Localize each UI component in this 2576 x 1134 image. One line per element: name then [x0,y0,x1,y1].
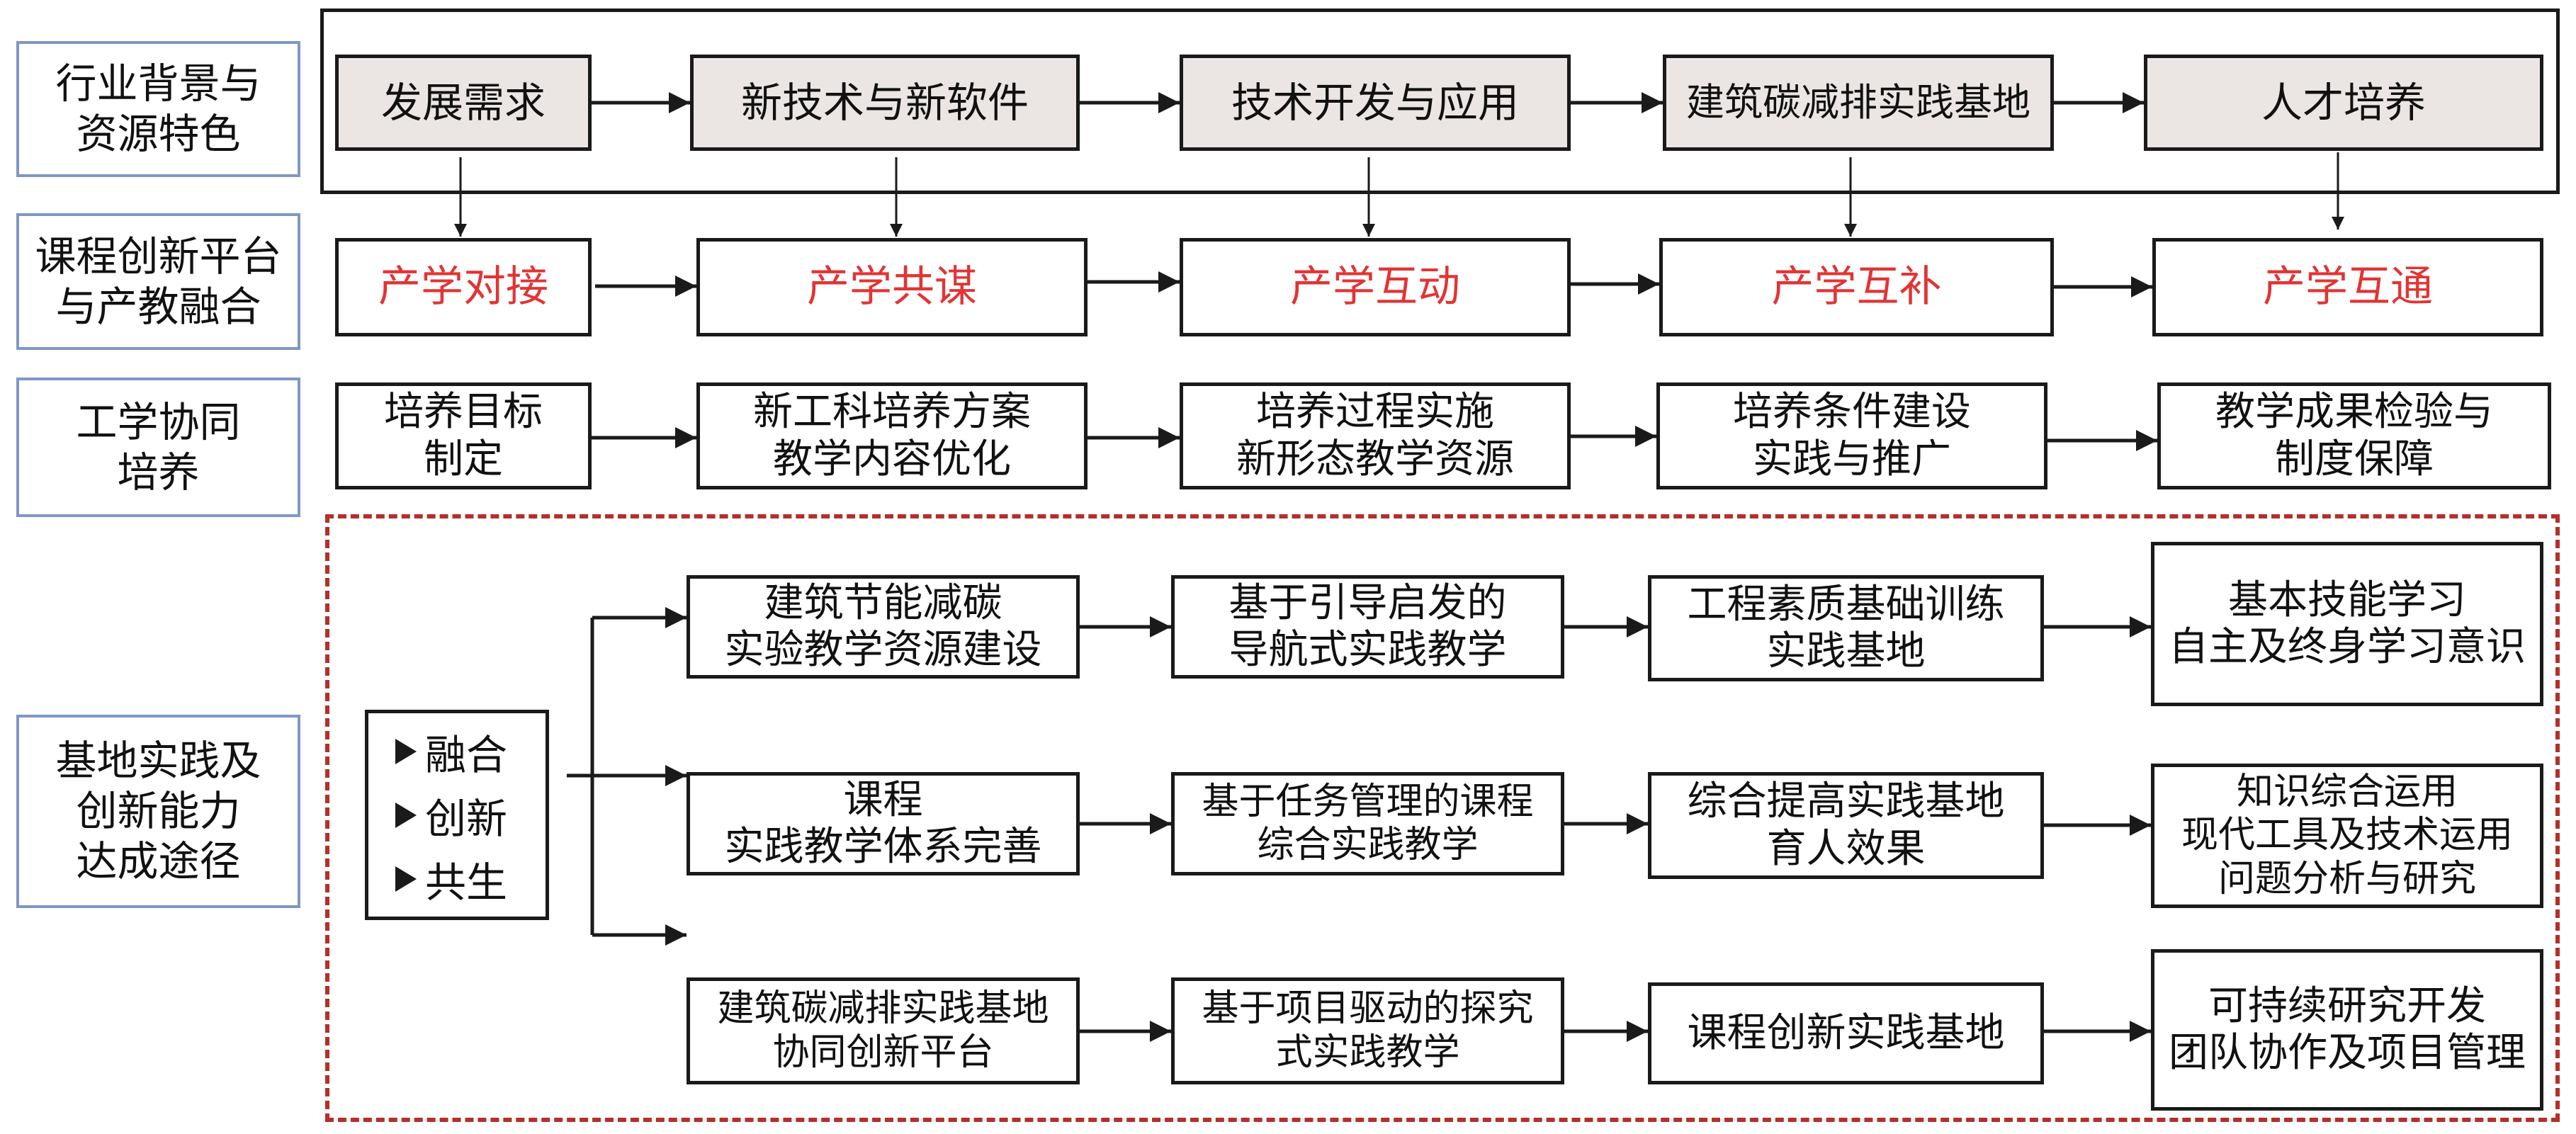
bullet-text: 融合 [425,730,508,779]
node-industry-academia-complement: 产学互补 [1659,238,2054,336]
bullet-text: 共生 [425,858,508,907]
bullet-box: 融合 创新 共生 [365,710,549,920]
practice-pathway-region [325,514,2560,1122]
node-talent-cultivation: 人才培养 [2144,55,2543,151]
bullet-text: 创新 [425,794,508,843]
bullet-item-symbiosis: 共生 [395,849,546,909]
path3-course-innovation-base: 课程创新实践基地 [1648,982,2044,1084]
row-label-base-practice-pathway: 基地实践及 创新能力 达成途径 [16,715,300,908]
path1-engineering-training-base: 工程素质基础训练 实践基地 [1648,575,2044,681]
node-new-engineering-plan: 新工科培养方案 教学内容优化 [696,382,1088,489]
arrowhead-bullet-icon [395,802,417,828]
row-label-work-study-collaboration: 工学协同 培养 [16,378,300,517]
path1-guided-teaching: 基于引导启发的 导航式实践教学 [1171,575,1564,679]
path3-innovation-platform: 建筑碳减排实践基地 协同创新平台 [687,977,1080,1084]
industry-background-frame [320,8,2560,194]
node-new-tech-software: 新技术与新软件 [690,55,1080,151]
node-industry-academia-interaction: 产学互动 [1180,238,1571,336]
node-tech-development-application: 技术开发与应用 [1180,55,1571,151]
node-industry-academia-docking: 产学对接 [335,238,592,336]
node-training-process: 培养过程实施 新形态教学资源 [1180,382,1571,489]
row-label-course-innovation-platform: 课程创新平台 与产教融合 [16,213,300,350]
node-development-demand: 发展需求 [335,55,592,151]
path3-project-driven-teaching: 基于项目驱动的探究 式实践教学 [1171,977,1564,1084]
bullet-item-fusion: 融合 [395,722,546,781]
path2-task-management-teaching: 基于任务管理的课程 综合实践教学 [1171,772,1564,875]
node-teaching-outcome-check: 教学成果检验与 制度保障 [2157,382,2551,489]
node-carbon-reduction-base: 建筑碳减排实践基地 [1663,55,2054,151]
node-training-objectives: 培养目标 制定 [335,382,592,489]
node-industry-academia-co-planning: 产学共谋 [696,238,1088,336]
path1-resource-building: 建筑节能减碳 实验教学资源建设 [687,575,1080,679]
node-training-conditions: 培养条件建设 实践与推广 [1656,382,2047,489]
path3-outcome-sustainable-research: 可持续研究开发 团队协作及项目管理 [2151,949,2543,1111]
row-label-industry-background: 行业背景与 资源特色 [16,41,300,177]
arrowhead-bullet-icon [395,738,417,764]
bullet-item-innovation: 创新 [395,786,546,845]
node-industry-academia-interconnection: 产学互通 [2152,238,2543,336]
path2-comprehensive-base: 综合提高实践基地 育人效果 [1648,772,2044,879]
arrowhead-bullet-icon [395,866,417,892]
path2-practice-system: 课程 实践教学体系完善 [687,772,1080,875]
path2-outcome-knowledge: 知识综合运用 现代工具及技术运用 问题分析与研究 [2151,764,2543,908]
path1-outcome-basic-skills: 基本技能学习 自主及终身学习意识 [2151,542,2543,706]
